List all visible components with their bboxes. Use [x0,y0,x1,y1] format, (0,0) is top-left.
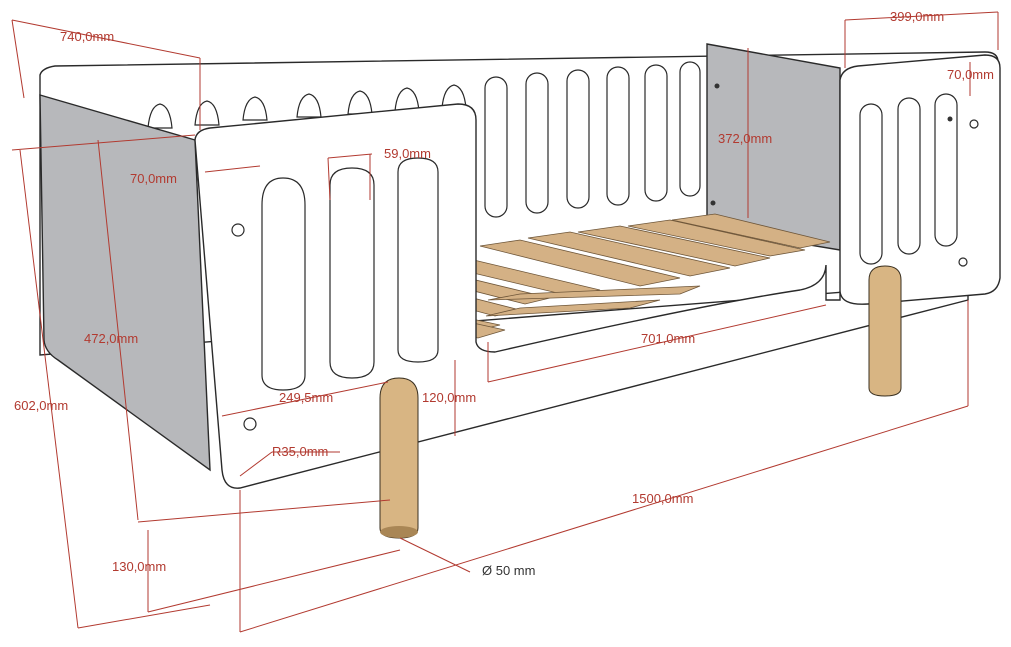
bolt-hole-left-upper [231,223,245,237]
bolt-hole-left-lower [243,417,257,431]
dim-corner-radius: R35,0mm [272,444,328,459]
dim-bottom-rail: 120,0mm [422,390,476,405]
dim-total-length: 1500,0mm [632,491,693,506]
dim-depth: 740,0mm [60,29,114,44]
dim-top-rail-right: 70,0mm [947,67,994,82]
dim-headboard-depth: 399,0mm [890,9,944,24]
dim-top-rail-left: 70,0mm [130,171,177,186]
dimension-labels: 740,0mm 399,0mm 70,0mm 70,0mm 59,0mm 372… [14,9,994,578]
dim-slot-width: 59,0mm [384,146,431,161]
dim-total-height: 602,0mm [14,398,68,413]
dim-rail-height: 372,0mm [718,131,772,146]
left-end-panel [39,94,211,472]
dim-leg-height: 130,0mm [112,559,166,574]
dim-mattress-length: 701,0mm [641,331,695,346]
back-slots [147,61,701,218]
dim-side-height: 472,0mm [84,331,138,346]
front-openings [261,157,439,391]
dimension-lines [11,11,999,633]
dim-leg-diameter: Ø 50 mm [482,563,535,578]
dim-opening-width: 249,5mm [279,390,333,405]
leg-back [868,265,902,397]
headboard-slots [859,93,958,265]
leg-front [379,377,419,539]
